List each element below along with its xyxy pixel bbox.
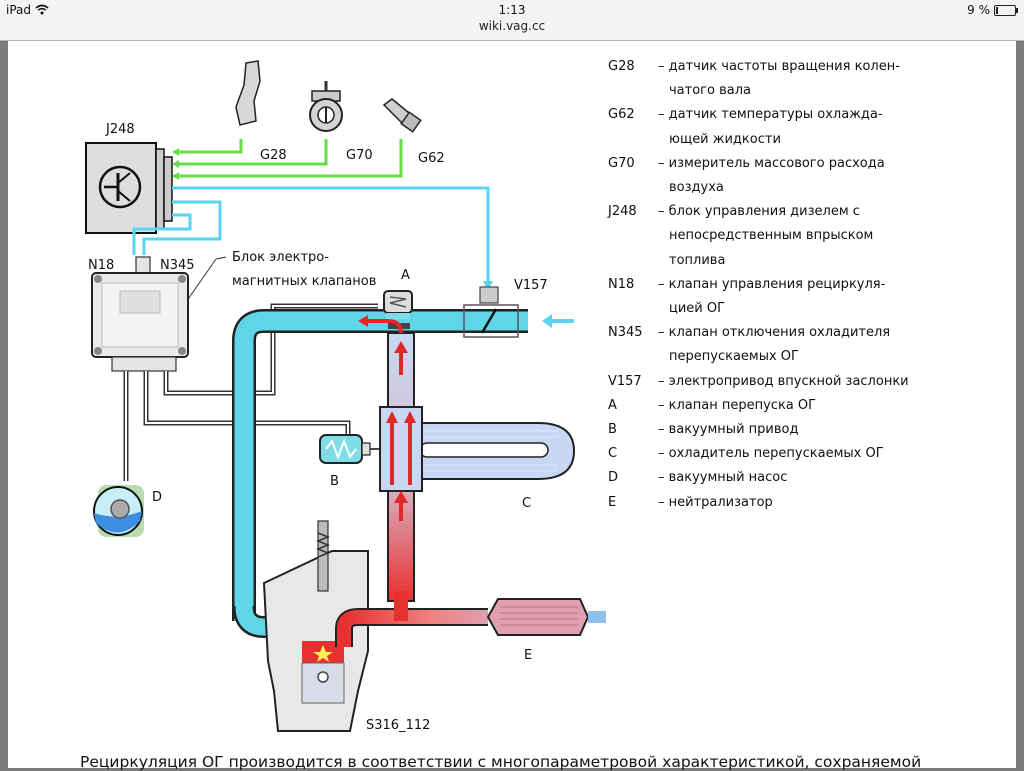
intake-air-arrow-icon — [542, 314, 552, 328]
legend-code: A — [608, 397, 617, 413]
legend-item: E – нейтрализатор — [608, 491, 1008, 515]
v157-arrow-icon — [483, 281, 493, 291]
label-g62: G62 — [418, 151, 445, 166]
legend-description-continued: воздуха — [669, 180, 724, 196]
sensor-g70-icon — [309, 81, 343, 132]
label-j248: J248 — [105, 122, 135, 137]
vacuum-pump-d — [93, 485, 144, 537]
legend-item: V157 – электропривод впускной заслонки — [608, 370, 1008, 394]
status-device: iPad — [6, 3, 49, 17]
signal-arrowheads — [172, 148, 179, 180]
battery-icon — [994, 4, 1018, 16]
wifi-icon — [35, 3, 49, 17]
control-wires — [132, 186, 490, 283]
sensor-g28-icon — [235, 60, 261, 126]
leader-line — [183, 258, 217, 306]
egr-system-diagram: J248 G28 G70 G62 — [85, 60, 606, 733]
legend-description: – датчик температуры охлажда-ющей жидкос… — [658, 103, 1008, 151]
label-g70: G70 — [346, 148, 373, 163]
legend-description-continued: топлива — [669, 252, 726, 268]
legend-code: G28 — [608, 59, 635, 74]
legend-description: – электропривод впускной заслонки — [658, 373, 909, 389]
legend-item: C – охладитель перепускаемых ОГ — [608, 442, 1008, 466]
legend-description: – клапан управления рециркуля-цией ОГ — [658, 273, 1008, 321]
battery-percent: 9 % — [967, 3, 990, 17]
legend-code: J248 — [608, 204, 637, 220]
label-d: D — [152, 490, 162, 505]
label-n345: N345 — [160, 258, 195, 273]
legend-description-continued: перепускаемых ОГ — [669, 349, 799, 365]
legend: G28 – датчик частоты вращения колен-чатог… — [608, 55, 1008, 515]
legend-description: – охладитель перепускаемых ОГ — [658, 446, 884, 462]
label-solenoid-block-2: магнитных клапанов — [232, 274, 376, 289]
legend-item: A – клапан перепуска ОГ — [608, 394, 1008, 418]
engine-block — [262, 520, 369, 732]
solenoid-valve-block — [91, 256, 189, 372]
exhaust-flow-arrows — [358, 315, 416, 521]
legend-description: – датчик частоты вращения колен-чатого в… — [658, 55, 1008, 103]
battery-status: 9 % — [967, 3, 1018, 17]
legend-description-continued: цией ОГ — [669, 301, 726, 317]
body-paragraph: Рециркуляция ОГ производится в соответст… — [80, 753, 922, 771]
figure-id: S316_112 — [366, 718, 430, 733]
label-a: A — [401, 268, 410, 283]
egr-cooler-c — [414, 422, 576, 480]
legend-item: D – вакуумный насос — [608, 466, 1008, 490]
status-bar: iPad 1:13 wiki.vag.cc 9 % — [0, 0, 1024, 41]
sensor-g62-icon — [382, 98, 422, 133]
label-g28: G28 — [260, 148, 287, 163]
label-solenoid-block-1: Блок электро- — [232, 250, 329, 265]
legend-description: – нейтрализатор — [658, 494, 773, 510]
legend-description-continued: чатого вала — [669, 83, 751, 99]
label-n18: N18 — [88, 258, 114, 273]
legend-item: G28 – датчик частоты вращения колен-чатог… — [608, 55, 1008, 103]
label-c: C — [522, 496, 531, 511]
device-name: iPad — [6, 3, 32, 17]
legend-code: G70 — [608, 155, 635, 171]
throttle-v157 — [463, 286, 519, 338]
legend-description: – вакуумный насос — [658, 470, 788, 486]
legend-code: D — [608, 470, 619, 486]
legend-item: B – вакуумный привод — [608, 418, 1008, 442]
legend-description-continued: ющей жидкости — [669, 131, 781, 147]
legend-item: G62 – датчик температуры охлажда-ющей жид… — [608, 103, 1008, 151]
exhaust-pipe — [335, 591, 488, 647]
legend-code: B — [608, 422, 617, 438]
catalytic-converter-e — [486, 598, 606, 636]
legend-code: E — [608, 494, 617, 510]
ecu-j248 — [85, 142, 173, 234]
address-url[interactable]: wiki.vag.cc — [478, 19, 546, 33]
label-b: B — [330, 474, 339, 489]
label-e: E — [524, 648, 532, 663]
legend-code: V157 — [608, 373, 642, 389]
battery-fill — [996, 6, 998, 14]
label-v157: V157 — [514, 278, 548, 293]
legend-code: G62 — [608, 107, 635, 123]
status-time: 1:13 — [498, 3, 526, 17]
leader-line-tip — [215, 256, 227, 260]
legend-description: – вакуумный привод — [658, 422, 799, 438]
legend-description: – клапан перепуска ОГ — [658, 397, 817, 413]
sensor-signal-wires — [176, 139, 403, 178]
legend-description-continued: непосредственным впрыском — [669, 228, 874, 244]
legend-code: N18 — [608, 276, 635, 292]
legend-code: N345 — [608, 325, 643, 341]
legend-code: C — [608, 446, 618, 462]
legend-item: N18 – клапан управления рециркуля-цией ОГ — [608, 273, 1008, 321]
page-content: J248 G28 G70 G62 — [8, 41, 1016, 771]
